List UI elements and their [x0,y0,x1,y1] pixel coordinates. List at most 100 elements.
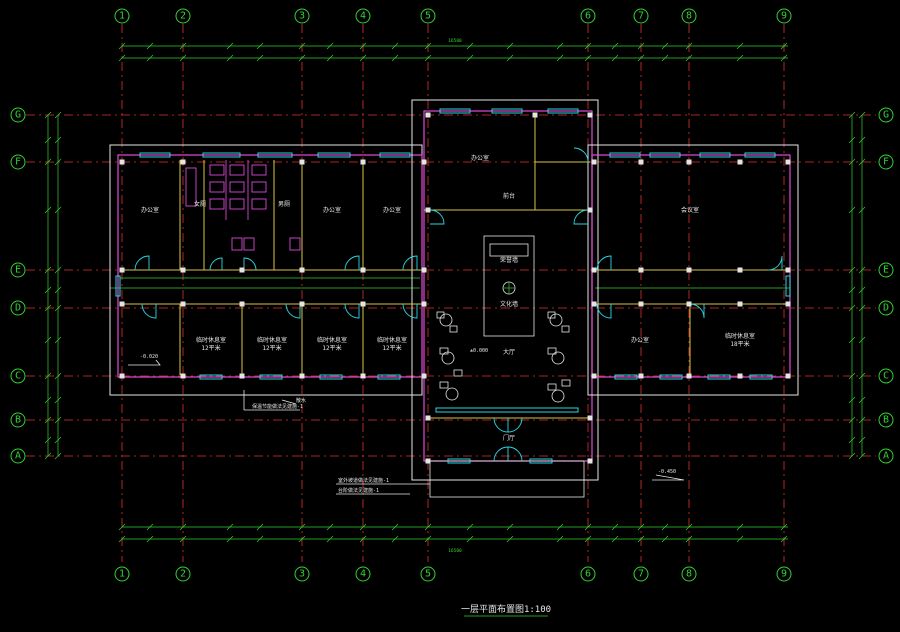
axis-bubble-left-E[interactable] [10,262,26,278]
axis-bubble-bottom-3[interactable] [294,566,310,582]
axis-bubble-top-7-label: 7 [638,11,644,22]
axis-bubble-right-D-label: D [883,303,889,314]
axis-bubble-bottom-9-label: 9 [781,569,787,580]
axis-bubble-right-D[interactable] [878,300,894,316]
doors [134,147,783,462]
label-gallery-2: 文化墙 [500,300,518,308]
axis-bubble-left-G[interactable] [10,107,26,123]
axis-bubble-left-F-label: F [15,157,21,168]
axis-bubble-right-G-label: G [883,110,889,121]
axis-bubble-right-F-label: F [883,157,889,168]
axis-bubble-bottom-5[interactable] [420,566,436,582]
axis-bubble-bottom-1[interactable] [114,566,130,582]
axis-bubble-top-8-label: 8 [686,11,692,22]
axis-bubble-bottom-2[interactable] [175,566,191,582]
level-mark-bottom-right: -0.450 [658,469,676,475]
axis-bubble-top-2-label: 2 [180,11,186,22]
axis-bubble-left-F[interactable] [10,154,26,170]
total-dimension-top: 16500 [448,38,462,44]
axis-bubble-top-4[interactable] [355,8,371,24]
axis-bubble-right-E[interactable] [878,262,894,278]
windows [115,108,791,464]
axis-grid-lines [26,24,876,562]
axis-bubble-bottom-5-label: 5 [425,569,431,580]
axis-bubble-bottom-7[interactable] [633,566,649,582]
drawing-title: 一层平面布置图1:100 [461,603,551,615]
toilet-fixtures [185,160,301,251]
axis-bubble-bottom-2-label: 2 [180,569,186,580]
axis-bubble-right-A[interactable] [878,448,894,464]
axis-bubble-bottom-6[interactable] [580,566,596,582]
axis-bubble-bottom-9[interactable] [776,566,792,582]
axis-bubble-bottom-8[interactable] [681,566,697,582]
axis-bubble-bottom-6-label: 6 [585,569,591,580]
axis-bubble-right-E-label: E [883,265,889,276]
axis-bubble-top-1[interactable] [114,8,130,24]
axis-bubble-top-3-label: 3 [299,11,305,22]
axis-bubble-left-G-label: G [15,110,21,121]
axis-bubble-right-G[interactable] [878,107,894,123]
room-office-left: 办公室 [141,206,159,214]
annotation-note-1: 保温节能做法见建施-1 [252,403,303,410]
room-vestibule: 门厅 [503,434,515,442]
axis-bubble-bottom-7-label: 7 [638,569,644,580]
axis-bubble-top-5-label: 5 [425,11,431,22]
room-office-3: 办公室 [323,206,341,214]
axis-bubble-top-8[interactable] [681,8,697,24]
axis-bubble-top-2[interactable] [175,8,191,24]
room-office-top: 办公室 [471,154,489,162]
axis-bubble-left-B-label: B [15,415,21,426]
axis-bubble-left-C-label: C [15,371,21,382]
axis-bubble-right-B-label: B [883,415,889,426]
axis-bubble-top-7[interactable] [633,8,649,24]
dimension-ticks [44,42,866,543]
level-mark-arrow-left [128,359,161,366]
lobby-furniture [436,235,571,403]
axis-bubble-top-6[interactable] [580,8,596,24]
axis-bubble-left-B[interactable] [10,412,26,428]
axis-bubble-top-4-label: 4 [360,11,366,22]
axis-bubble-top-3[interactable] [294,8,310,24]
axis-bubble-top-5[interactable] [420,8,436,24]
axis-bubble-right-A-label: A [883,451,889,462]
axis-bubble-left-C[interactable] [10,368,26,384]
label-gallery-1: 荣誉墙 [500,256,518,264]
axis-bubble-bottom-1-label: 1 [119,569,125,580]
axis-bubble-top-6-label: 6 [585,11,591,22]
axis-bubble-right-C-label: C [883,371,889,382]
axis-bubble-bottom-8-label: 8 [686,569,692,580]
axis-bubble-left-D[interactable] [10,300,26,316]
structural-columns [119,112,791,464]
level-mark-lobby: ±0.000 [470,348,488,354]
annotation-note-4: 台阶做法见建施-1 [338,487,379,494]
building-walls [109,99,799,498]
axis-bubble-right-F[interactable] [878,154,894,170]
axis-bubble-top-9-label: 9 [781,11,787,22]
axis-bubble-bottom-4[interactable] [355,566,371,582]
axis-bubble-bottom-3-label: 3 [299,569,305,580]
axis-bubble-right-C[interactable] [878,368,894,384]
axis-bubble-left-A[interactable] [10,448,26,464]
annotation-note-3: 室外坡道做法见建施-1 [338,477,389,484]
label-reception: 前台 [503,192,515,200]
total-dimension-bottom: 16500 [448,548,462,554]
room-office-4: 办公室 [383,206,401,214]
axis-bubble-right-B[interactable] [878,412,894,428]
dimension-chains [47,45,863,540]
axis-bubble-left-D-label: D [15,303,21,314]
axis-bubble-left-A-label: A [15,451,21,462]
axis-bubble-left-E-label: E [15,265,21,276]
level-mark-left: -0.020 [140,354,158,360]
axis-bubble-bottom-4-label: 4 [360,569,366,580]
annotation-note-2: 散水 [296,397,306,404]
level-mark-arrow-right [652,474,685,481]
axis-bubble-top-9[interactable] [776,8,792,24]
room-office-right: 办公室 [631,336,649,344]
axis-bubble-top-1-label: 1 [119,11,125,22]
